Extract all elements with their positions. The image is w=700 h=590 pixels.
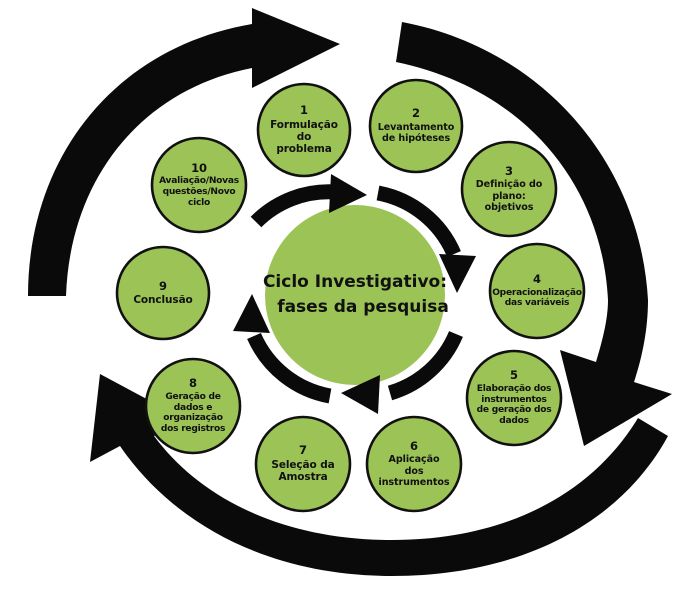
bottom-white-strip (0, 584, 700, 590)
inner-arrow-ring (247, 184, 463, 404)
node-circle-3[interactable] (460, 140, 558, 238)
node-circle-6[interactable] (365, 415, 463, 513)
node-circle-10[interactable] (150, 136, 248, 234)
node-circle-7[interactable] (254, 415, 352, 513)
inner-arrowhead-bottom (341, 375, 380, 414)
node-circle-9[interactable] (115, 245, 211, 341)
outer-arrow-ring (28, 8, 672, 576)
node-circles (115, 78, 586, 513)
node-circle-4[interactable] (488, 242, 586, 340)
outer-arrow-bottom-left (90, 374, 668, 576)
inner-arrowhead-left (233, 294, 270, 333)
outer-arrow-top (28, 8, 340, 296)
node-circle-5[interactable] (465, 349, 563, 447)
inner-arc-right (376, 185, 461, 258)
inner-arc-top (250, 184, 336, 228)
node-circle-8[interactable] (144, 357, 242, 455)
inner-arrowhead-right (439, 254, 476, 293)
outer-arrow-right (396, 22, 672, 446)
inner-arrowhead-top (329, 174, 367, 213)
node-circle-2[interactable] (368, 78, 464, 174)
node-circle-1[interactable] (256, 82, 352, 178)
inner-arc-bottom (387, 330, 463, 401)
center-disc (265, 205, 445, 385)
inner-arc-left (247, 332, 332, 404)
inner-arrowheads (233, 174, 476, 414)
